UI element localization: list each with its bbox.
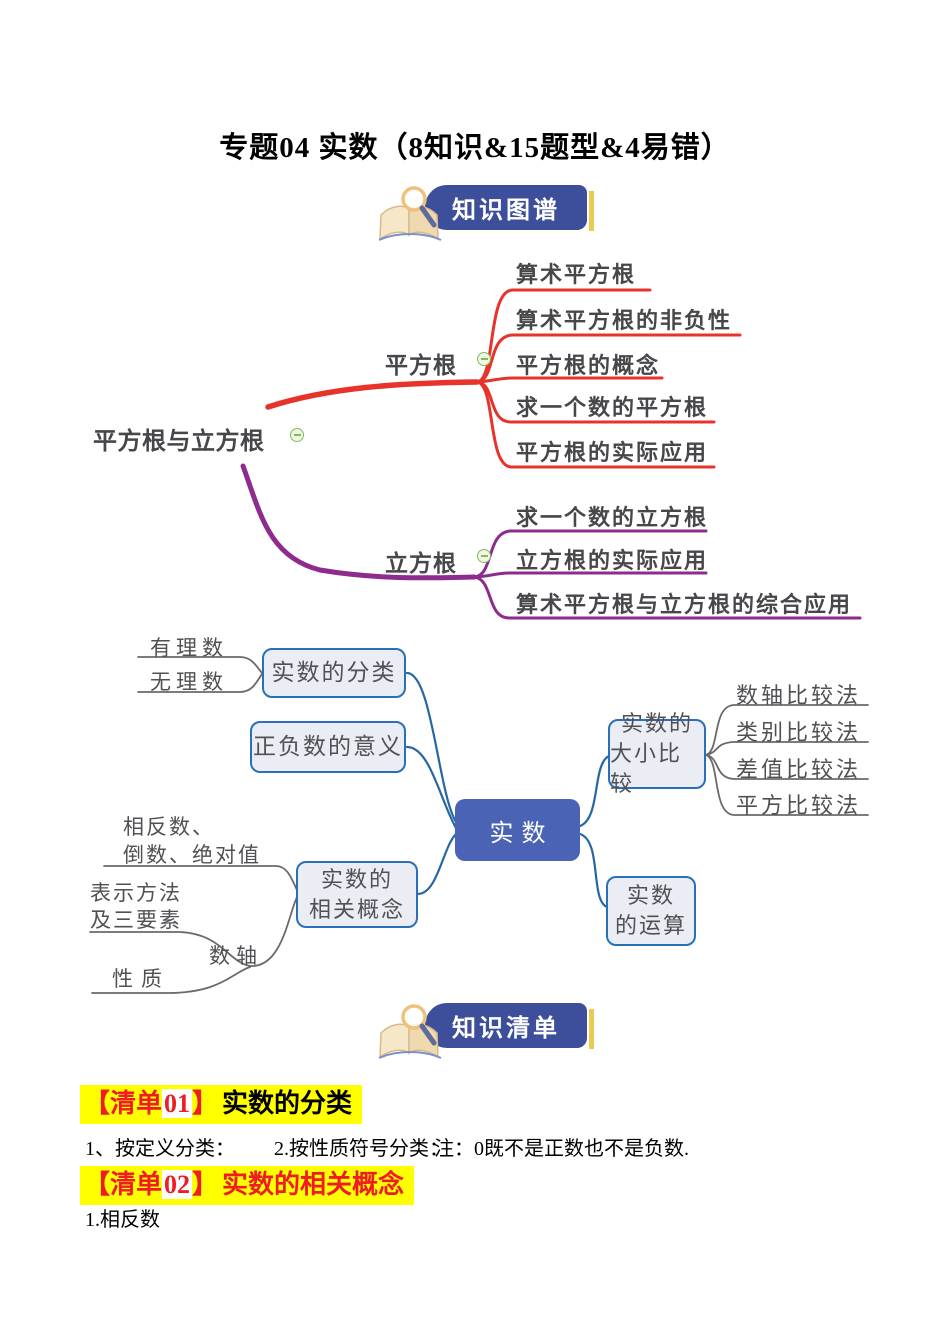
section-title: 实数的相关概念 bbox=[222, 1170, 405, 1199]
branch-curve bbox=[405, 745, 458, 830]
sqrt-child-topic: 平方根的实际应用 bbox=[516, 440, 709, 465]
cbrt-child-topic: 立方根的实际应用 bbox=[516, 548, 709, 573]
sqrt-child-topic: 算术平方根的非负性 bbox=[516, 308, 733, 333]
box-related-concepts-line2: 相关概念 bbox=[308, 896, 405, 922]
box-related-concepts-line1: 实数的 bbox=[320, 866, 393, 892]
classify-by-sign-text: 2.按性质符号分类： bbox=[274, 1138, 449, 1160]
section-heading-02: 【清单02】实数的相关概念 bbox=[80, 1166, 415, 1205]
root-node-sqrt-cbrt: 平方根与立方根 bbox=[93, 428, 265, 455]
label-representation-line2: 及三要素 bbox=[90, 908, 182, 932]
comparison-method: 类别比较法 bbox=[736, 720, 862, 745]
opposite-number-item-text: 1.相反数 bbox=[85, 1209, 160, 1231]
section-title: 实数的分类 bbox=[222, 1088, 353, 1118]
label-opposite-line1: 相反数、 bbox=[123, 815, 215, 839]
collapse-minus-icon bbox=[477, 549, 491, 563]
box-comparison: 实数的 大小比较 bbox=[608, 711, 706, 796]
banner-accent-stripe bbox=[589, 191, 594, 231]
comparison-method: 差值比较法 bbox=[736, 757, 862, 782]
collapse-minus-icon bbox=[477, 352, 491, 366]
comparison-method: 平方比较法 bbox=[736, 793, 862, 818]
label-opposite-line2: 倒数、绝对值 bbox=[123, 843, 261, 867]
cbrt-child-topic: 算术平方根与立方根的综合应用 bbox=[516, 592, 853, 617]
section-tag-suffix: 】 bbox=[192, 1089, 219, 1118]
box-classification: 实数的分类 bbox=[262, 648, 406, 698]
classify-by-definition-text: 1、按定义分类： bbox=[85, 1138, 235, 1160]
section-tag-prefix: 【清单 bbox=[84, 1170, 163, 1199]
banner-accent-stripe bbox=[589, 1009, 594, 1049]
box-related-concepts: 实数的 相关概念 bbox=[296, 861, 418, 928]
section-tag-prefix: 【清单 bbox=[84, 1089, 163, 1118]
banner-knowledge-map-label: 知识图谱 bbox=[452, 197, 560, 224]
box-operations-line1: 实数 bbox=[626, 883, 675, 909]
banner-knowledge-map-plate: 知识图谱 bbox=[425, 185, 587, 230]
box-sign-meaning-label: 正负数的意义 bbox=[253, 734, 403, 760]
node-sqrt: 平方根 bbox=[385, 352, 457, 378]
box-comparison-line2: 大小比较 bbox=[610, 741, 683, 796]
banner-knowledge-map: 知识图谱 bbox=[375, 183, 605, 249]
cbrt-child-topic: 求一个数的立方根 bbox=[516, 505, 709, 530]
branch-curve bbox=[416, 831, 459, 896]
real-number-blue-lines bbox=[405, 671, 611, 909]
book-magnifier-icon bbox=[378, 1004, 442, 1059]
section-tag: 【清单02】 bbox=[84, 1170, 218, 1199]
banner-knowledge-list-label: 知识清单 bbox=[452, 1015, 560, 1042]
section-tag-number: 02 bbox=[162, 1170, 193, 1199]
label-representation-line1: 表示方法 bbox=[90, 881, 182, 905]
banner-knowledge-list: 知识清单 bbox=[375, 1001, 605, 1067]
branch-curve bbox=[578, 754, 611, 828]
label-property: 性质 bbox=[112, 967, 170, 991]
banner-knowledge-list-plate: 知识清单 bbox=[425, 1003, 587, 1048]
branch-curve bbox=[578, 832, 609, 909]
zero-note-text: 注：0既不是正数也不是负数. bbox=[434, 1138, 689, 1160]
section-tag: 【清单01】 bbox=[84, 1089, 218, 1118]
section-heading-01: 【清单01】实数的分类 bbox=[80, 1085, 363, 1124]
section-tag-number: 01 bbox=[162, 1089, 193, 1118]
label-number-axis: 数轴 bbox=[209, 944, 263, 968]
box-sign-meaning: 正负数的意义 bbox=[250, 721, 406, 773]
branch-curve bbox=[405, 671, 458, 824]
box-operations: 实数 的运算 bbox=[606, 876, 696, 946]
box-operations-line2: 的运算 bbox=[614, 913, 687, 938]
collapse-minus-icon bbox=[290, 428, 304, 442]
box-comparison-line1: 实数的 bbox=[620, 711, 693, 737]
section-tag-suffix: 】 bbox=[192, 1170, 219, 1199]
book-magnifier-icon bbox=[378, 186, 442, 241]
node-real-numbers-label: 实数 bbox=[489, 820, 554, 847]
sqrt-child-topic: 算术平方根 bbox=[516, 262, 637, 287]
comparison-method: 数轴比较法 bbox=[736, 683, 862, 708]
sqrt-child-topic: 平方根的概念 bbox=[516, 353, 661, 378]
branch-curve bbox=[265, 379, 480, 410]
label-rational: 有理数 bbox=[150, 636, 228, 660]
page-title: 专题04 实数（8知识&15题型&4易错） bbox=[219, 132, 731, 164]
label-irrational: 无理数 bbox=[150, 670, 228, 694]
box-classification-label: 实数的分类 bbox=[271, 660, 397, 686]
node-real-numbers-center: 实数 bbox=[455, 799, 580, 861]
sqrt-child-topic: 求一个数的平方根 bbox=[516, 395, 709, 420]
node-cbrt: 立方根 bbox=[385, 550, 457, 576]
